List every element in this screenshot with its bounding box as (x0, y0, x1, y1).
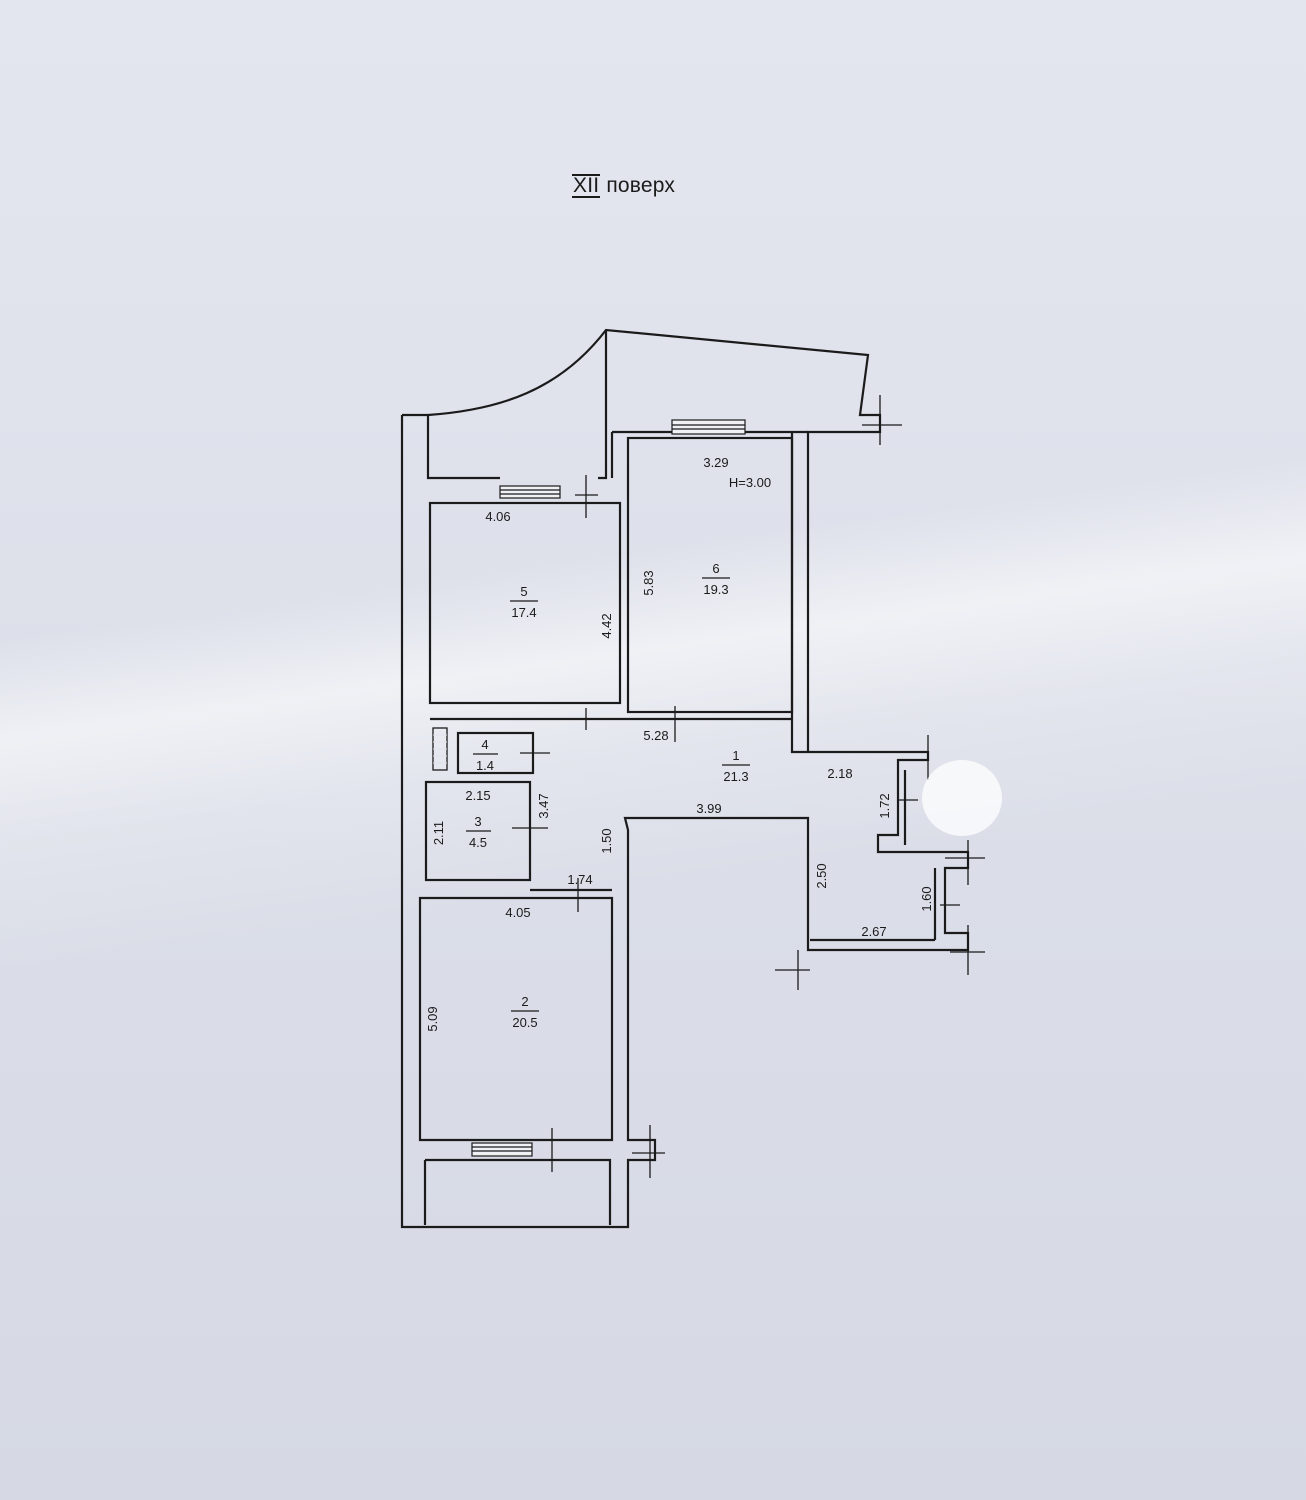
room-labels: 5 17.4 6 19.3 1 21.3 4 1.4 3 4.5 2 20.5 (466, 561, 750, 1030)
dim-room6-width: 3.29 (703, 455, 728, 470)
dim-room5-height: 4.42 (599, 613, 614, 638)
windows (471, 419, 746, 1157)
floor-word: поверх (606, 174, 676, 197)
window-room-6 (671, 419, 746, 435)
dim-room3-right: 3.47 (536, 793, 551, 818)
dim-room3-height: 2.11 (431, 821, 446, 845)
room-5-outline (428, 501, 622, 705)
dim-hall-length: 5.28 (643, 728, 668, 743)
blurred-marker (922, 760, 1002, 836)
ceiling-height: H=3.00 (729, 475, 771, 490)
room-2-id: 2 (521, 994, 528, 1009)
room-3-outline (424, 780, 532, 882)
room-2-area: 20.5 (512, 1015, 537, 1030)
room-6-area: 19.3 (703, 582, 728, 597)
room-6-id: 6 (712, 561, 719, 576)
floor-roman-numeral: XII (572, 174, 601, 198)
dim-room3-width: 2.15 (465, 788, 490, 803)
dim-room5-width: 4.06 (485, 509, 510, 524)
room-3-id: 3 (474, 814, 481, 829)
dim-room2-height: 5.09 (425, 1006, 440, 1031)
dim-hall-lower: 3.99 (696, 801, 721, 816)
dim-niche-width: 2.67 (861, 924, 886, 939)
dim-room6-height: 5.83 (641, 570, 656, 595)
dim-niche-height: 2.50 (814, 863, 829, 888)
outer-walls (400, 328, 970, 1229)
room-6-outline (626, 436, 794, 714)
floor-title: XII поверх (572, 174, 675, 198)
dim-hall-right: 2.18 (827, 766, 852, 781)
dim-stub-upper: 1.72 (877, 793, 892, 818)
room-4-id: 4 (481, 737, 488, 752)
room-1-id: 1 (732, 748, 739, 763)
room-1-area: 21.3 (723, 769, 748, 784)
room-2-outline (418, 896, 614, 1142)
dim-room2-width: 4.05 (505, 905, 530, 920)
window-room-2 (471, 1142, 533, 1157)
window-room-5 (499, 485, 561, 499)
dim-hall-depth: 1.50 (599, 828, 614, 853)
room-walls (418, 436, 937, 1225)
dim-door-gap: 1.74 (567, 872, 592, 887)
vent-shaft (432, 727, 448, 771)
room-4-area: 1.4 (476, 758, 494, 773)
dim-stub-lower: 1.60 (919, 886, 934, 911)
dimension-labels: 3.29 H=3.00 4.06 5.83 4.42 5.28 2.18 2.1… (425, 455, 934, 1032)
room-5-id: 5 (520, 584, 527, 599)
room-5-area: 17.4 (511, 605, 536, 620)
door-marks (512, 395, 985, 1178)
room-3-area: 4.5 (469, 835, 487, 850)
